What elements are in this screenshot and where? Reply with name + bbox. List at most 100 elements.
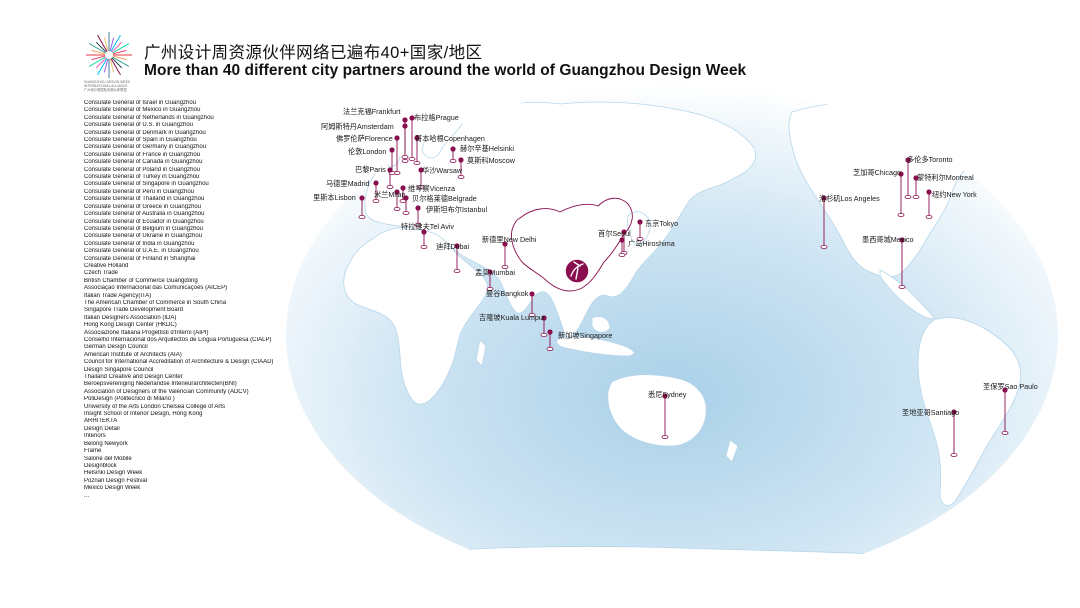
partner-item: Consulate General of Canada in Guangzhou bbox=[84, 159, 203, 166]
location-pin-icon bbox=[403, 195, 409, 201]
city-label: 广岛Hiroshima bbox=[628, 239, 675, 248]
location-pin-icon bbox=[898, 171, 904, 177]
china-outline bbox=[511, 197, 633, 292]
logo-ray bbox=[91, 55, 106, 61]
city-label: 哥本哈根Copenhagen bbox=[415, 134, 485, 143]
partner-item: Consulate General of Netherlands in Guan… bbox=[84, 114, 214, 121]
city-location-ring bbox=[904, 194, 912, 199]
partner-item: Design Detail bbox=[84, 425, 120, 432]
partner-item: Mexico Design Week bbox=[84, 485, 141, 492]
city-label: 洛杉矶Los Angeles bbox=[819, 194, 880, 203]
logo-ray bbox=[91, 49, 106, 55]
city-location-ring bbox=[420, 244, 428, 249]
city-location-ring bbox=[898, 284, 906, 289]
partner-item: Consulate General of Denmark in Guangzho… bbox=[84, 129, 206, 136]
city-location-ring bbox=[399, 198, 407, 203]
partner-item: Design Singapore Council bbox=[84, 366, 154, 373]
city-labels: 法兰克福Frankfurt布拉格Prague阿姆斯特丹Amsterdam佛罗伦萨… bbox=[313, 107, 1038, 417]
location-pin-icon bbox=[637, 219, 643, 225]
partner-item: Consulate General of India in Guangzhou bbox=[84, 240, 195, 247]
location-pin-icon bbox=[541, 315, 547, 321]
partner-item: The American Chamber of Commerce in Sout… bbox=[84, 299, 227, 306]
city-location-ring bbox=[528, 312, 536, 317]
partner-item: Consulate General of Germany in Guangzho… bbox=[84, 144, 207, 151]
location-pin-icon bbox=[389, 147, 395, 153]
hub-figure bbox=[570, 261, 584, 280]
partner-item: Creative Holland bbox=[84, 262, 129, 269]
city-location-ring bbox=[358, 214, 366, 219]
city-location-ring bbox=[618, 252, 626, 257]
continent-antarctica bbox=[299, 546, 1058, 587]
location-pin-icon bbox=[450, 146, 456, 152]
city-label: 墨西哥城Mexico bbox=[862, 235, 914, 244]
location-pin-icon bbox=[394, 189, 400, 195]
city-location-ring bbox=[546, 346, 554, 351]
city-label: 圣保罗Sao Paulo bbox=[983, 382, 1038, 391]
location-pin-icon bbox=[373, 180, 379, 186]
partner-item: PoliDesign (Politecnico di Milano ) bbox=[84, 396, 175, 403]
location-pin-icon bbox=[409, 115, 415, 121]
location-pin-icon bbox=[502, 241, 508, 247]
partner-item: Designblock bbox=[84, 462, 117, 469]
partner-item: Associazione Italiana Progettisti d'Inte… bbox=[84, 329, 209, 336]
partner-item: Association of Designers of the Valencia… bbox=[84, 388, 249, 395]
partner-item: Poznan Design Festival bbox=[84, 477, 148, 484]
partner-item: Consulate General of U.S. in Guangzhou bbox=[84, 122, 194, 129]
city-label: 伦敦London bbox=[348, 147, 386, 156]
city-markers bbox=[358, 115, 1009, 457]
city-label: 悉尼Sydney bbox=[648, 390, 687, 399]
city-location-ring bbox=[1001, 430, 1009, 435]
city-label: 佛罗伦萨Florence bbox=[336, 134, 393, 143]
location-pin-icon bbox=[905, 157, 911, 163]
partner-item: American Institute of Architects (AIA) bbox=[84, 351, 182, 358]
location-pin-icon bbox=[402, 123, 408, 129]
location-pin-icon bbox=[394, 135, 400, 141]
location-pin-icon bbox=[619, 237, 625, 243]
partner-item: Thailand Creative and Design Center bbox=[84, 374, 183, 381]
city-label: 维琴察Vicenza bbox=[408, 184, 455, 193]
city-location-ring bbox=[401, 158, 409, 163]
route-lines bbox=[361, 118, 1006, 454]
city-label: 伊斯坦布尔Istanbul bbox=[426, 205, 488, 214]
guangzhou-hub bbox=[564, 258, 590, 284]
page-title-chinese: 广州设计周资源伙伴网络已遍布40+国家/地区 bbox=[144, 44, 483, 62]
city-location-ring bbox=[417, 184, 425, 189]
continent-africa bbox=[343, 226, 488, 405]
partner-item: Consulate General of U.A.E. in Guangzhou bbox=[84, 248, 199, 255]
continent-south-america bbox=[917, 317, 1022, 506]
city-location-ring bbox=[661, 434, 669, 439]
city-label: 马德里Madrid bbox=[326, 179, 370, 188]
city-location-ring bbox=[453, 268, 461, 273]
city-label: 特拉维夫Tel Aviv bbox=[401, 222, 454, 231]
partner-item: Consulate General of Finland in Shanghai bbox=[84, 255, 196, 262]
city-label: 迪拜Dubai bbox=[436, 242, 470, 251]
city-location-ring bbox=[897, 212, 905, 217]
city-location-ring bbox=[540, 332, 548, 337]
city-label: 华沙Warsaw bbox=[422, 166, 463, 175]
city-label: 孟买Mumbai bbox=[475, 268, 515, 277]
location-pin-icon bbox=[1002, 387, 1008, 393]
city-location-ring bbox=[486, 286, 494, 291]
city-location-ring bbox=[449, 158, 457, 163]
city-location-ring bbox=[820, 244, 828, 249]
island-madagascar bbox=[475, 339, 487, 367]
partner-item: Consulate General of Peru in Guangzhou bbox=[84, 188, 195, 195]
island-new-zealand bbox=[725, 439, 739, 463]
partner-item: Consulate General of Mexico in Guangzhou bbox=[84, 107, 201, 114]
location-pin-icon bbox=[402, 117, 408, 123]
city-location-ring bbox=[501, 264, 509, 269]
logo-ray bbox=[112, 49, 127, 55]
partner-item: Consulate General of Belgium in Guangzho… bbox=[84, 225, 204, 232]
partner-item: Consulate General of Ukraine in Guangzho… bbox=[84, 233, 203, 240]
logo-ray bbox=[112, 55, 127, 61]
logo-ray bbox=[110, 34, 121, 52]
city-location-ring bbox=[414, 222, 422, 227]
city-location-ring bbox=[912, 194, 920, 199]
partner-item: ... bbox=[84, 492, 90, 499]
logo-ray bbox=[95, 57, 107, 69]
partner-item: Italian Trade Agency(ITA) bbox=[84, 292, 152, 299]
location-pin-icon bbox=[951, 409, 957, 415]
partner-item: Consulate General of Singapore in Guangz… bbox=[84, 181, 209, 188]
partner-item: Beroepsvereniging Nederlandse Interieura… bbox=[84, 381, 237, 388]
